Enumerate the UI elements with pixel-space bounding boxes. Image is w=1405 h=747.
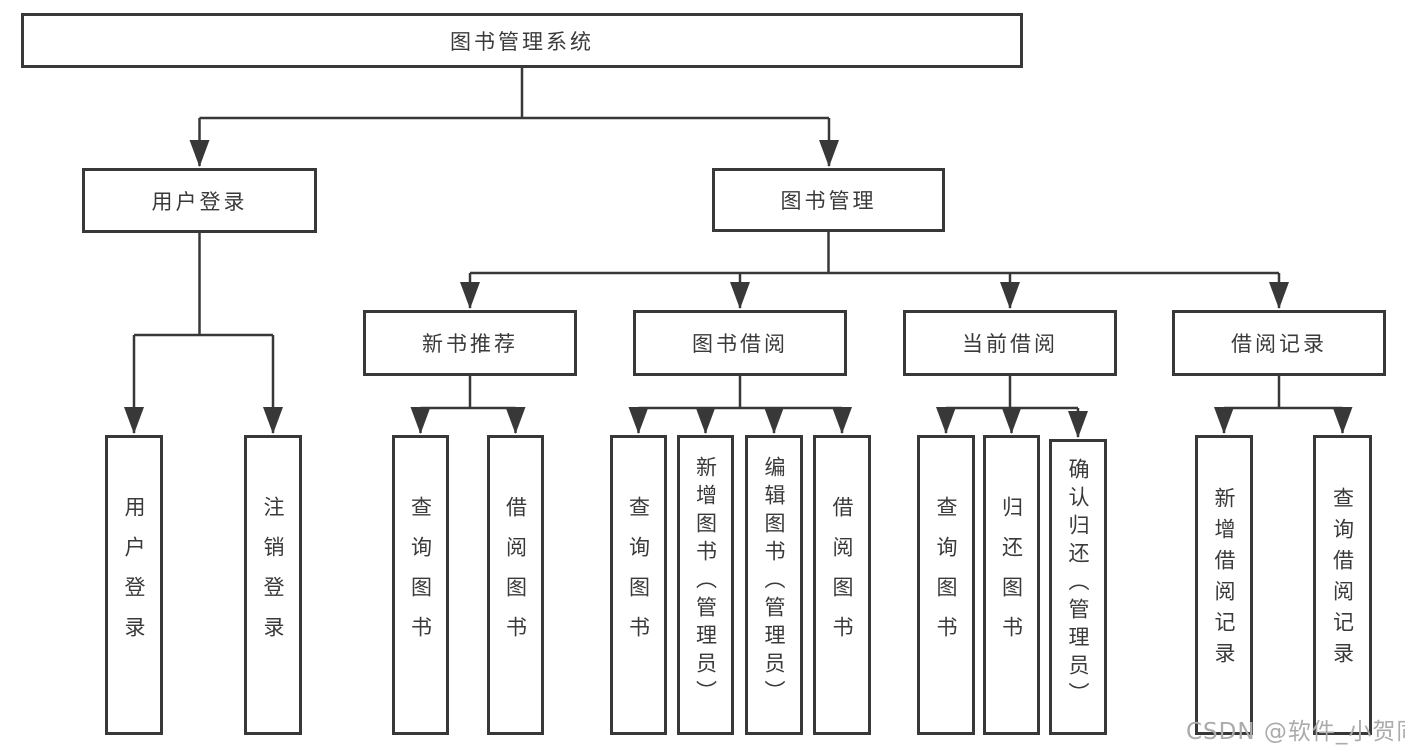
- node-nbr-query: 查询图书: [392, 435, 449, 735]
- connector-root: [199, 68, 829, 120]
- connector-book-mgmt: [470, 232, 1279, 275]
- node-cb-query: 查询图书: [917, 435, 975, 735]
- node-user-login-label: 用户登录: [151, 189, 248, 214]
- node-nbr-query-label: 查询图书: [408, 496, 433, 656]
- node-bb-edit-label: 编辑图书（管理员）: [762, 456, 786, 708]
- node-new-book-rec-label: 新书推荐: [422, 332, 518, 356]
- watermark: CSDN @软件_小贺同学: [1186, 719, 1405, 745]
- node-bb-borrow-label: 借阅图书: [830, 496, 854, 656]
- node-bb-edit: 编辑图书（管理员）: [745, 435, 803, 735]
- connector-new-book-rec: [420, 376, 516, 410]
- node-current-borrow: 当前借阅: [903, 310, 1117, 376]
- node-ul-logout-label: 注销登录: [261, 496, 285, 656]
- node-book-borrow: 图书借阅: [633, 310, 847, 376]
- node-cb-return: 归还图书: [983, 435, 1040, 735]
- node-nbr-borrow-label: 借阅图书: [503, 496, 528, 656]
- connector-user-login: [134, 233, 273, 337]
- node-ul-logout: 注销登录: [244, 435, 302, 735]
- node-br-add-label: 新增借阅记录: [1212, 487, 1236, 673]
- node-cb-query-label: 查询图书: [934, 496, 958, 656]
- node-br-query-label: 查询借阅记录: [1330, 487, 1355, 673]
- node-cb-return-label: 归还图书: [999, 496, 1024, 656]
- node-ul-login: 用户登录: [105, 435, 163, 735]
- node-bb-add-label: 新增图书（管理员）: [693, 456, 718, 708]
- node-book-mgmt-label: 图书管理: [780, 189, 877, 213]
- node-nbr-borrow: 借阅图书: [487, 435, 544, 735]
- node-br-add: 新增借阅记录: [1195, 435, 1253, 735]
- connector-borrow-records: [1224, 376, 1343, 410]
- node-borrow-records: 借阅记录: [1172, 310, 1386, 376]
- node-borrow-records-label: 借阅记录: [1231, 332, 1327, 356]
- node-book-borrow-label: 图书借阅: [692, 332, 788, 356]
- node-ul-login-label: 用户登录: [122, 496, 146, 656]
- connector-book-borrow: [638, 376, 842, 410]
- connector-current-borrow: [946, 376, 1078, 410]
- node-cb-confirm-label: 确认归还（管理员）: [1066, 458, 1090, 710]
- node-bb-query-label: 查询图书: [626, 496, 651, 656]
- node-cb-confirm: 确认归还（管理员）: [1049, 439, 1107, 735]
- node-bb-add: 新增图书（管理员）: [677, 435, 734, 735]
- node-br-query: 查询借阅记录: [1313, 435, 1372, 735]
- node-root-label: 图书管理系统: [450, 29, 594, 54]
- node-new-book-rec: 新书推荐: [363, 310, 577, 376]
- node-bb-query: 查询图书: [610, 435, 667, 735]
- node-book-mgmt: 图书管理: [712, 168, 945, 232]
- node-root: 图书管理系统: [21, 13, 1023, 68]
- node-bb-borrow: 借阅图书: [813, 435, 871, 735]
- node-user-login: 用户登录: [82, 168, 317, 233]
- node-current-borrow-label: 当前借阅: [962, 332, 1058, 356]
